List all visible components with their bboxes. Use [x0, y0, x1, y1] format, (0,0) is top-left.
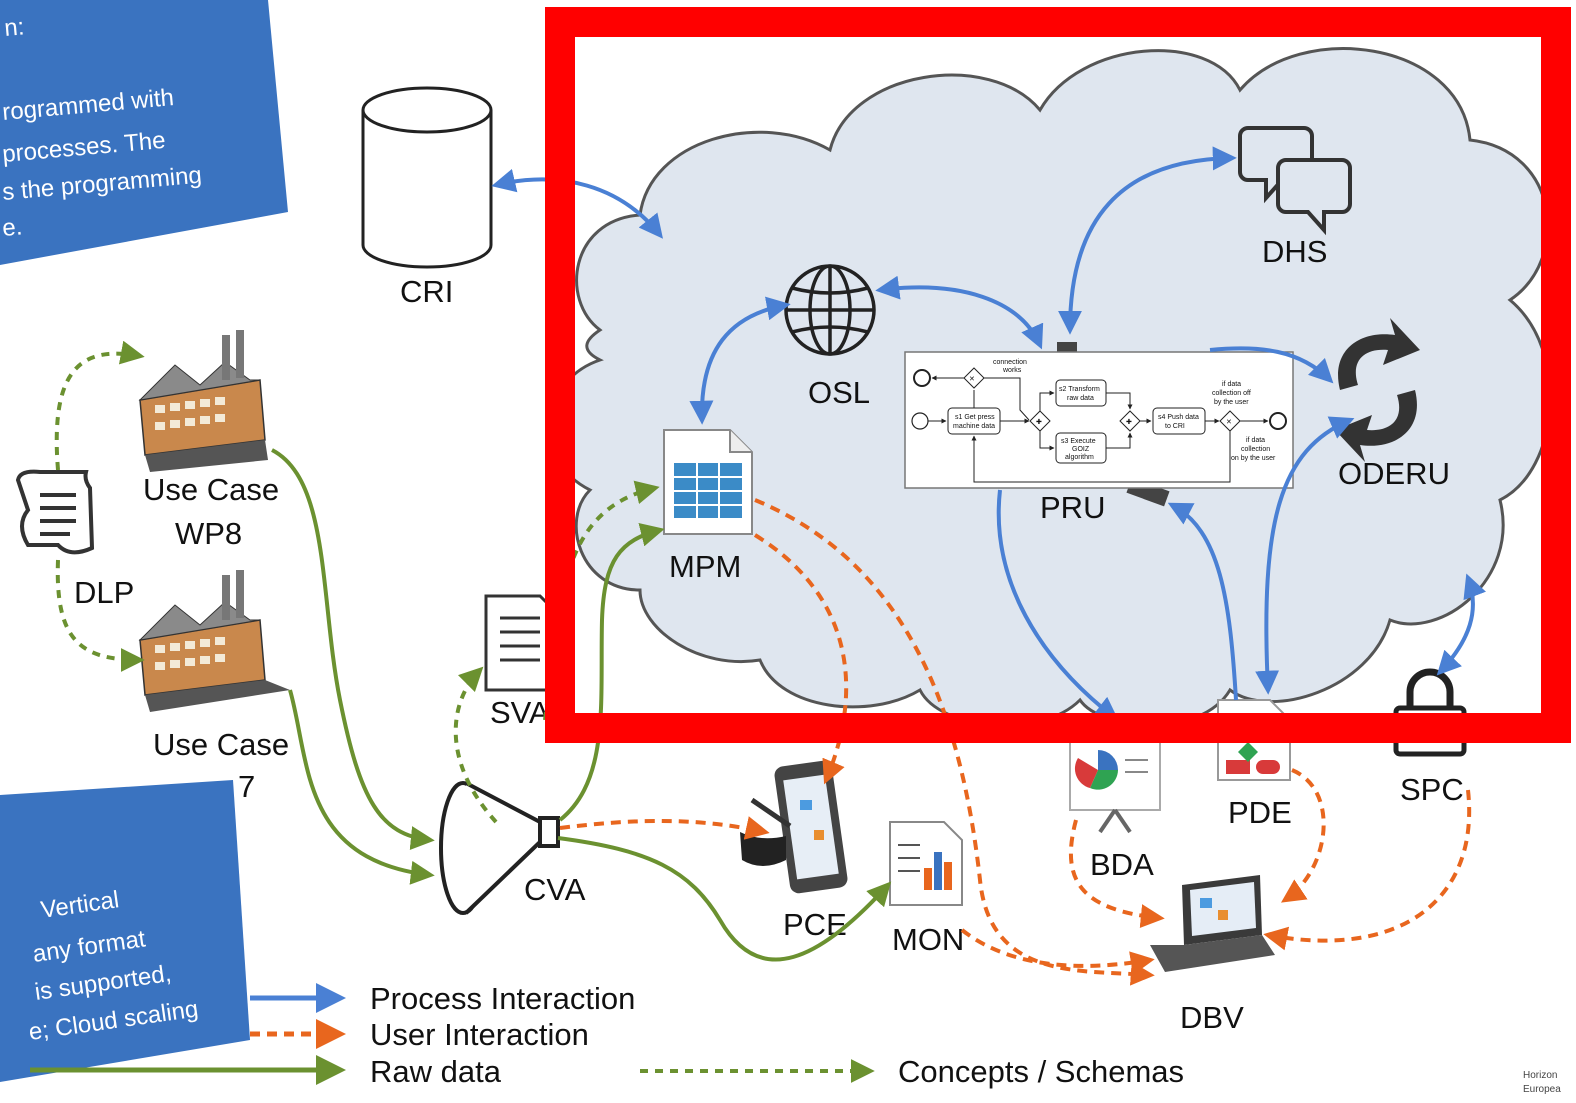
svg-text:✚: ✚ [1126, 418, 1132, 426]
svg-text:✕: ✕ [1226, 419, 1232, 426]
bpmn-s4-line1: s4 Push data [1158, 414, 1199, 421]
oderu-label: ODERU [1338, 456, 1450, 491]
arrow-osl-pru [875, 275, 1044, 350]
arrow-pru-dhs [1058, 146, 1237, 335]
uc-wp7-label-line1: Use Case [153, 727, 289, 762]
arrow-wp7-cva [288, 689, 435, 885]
arrow-cva-pce [559, 816, 770, 840]
cva-label: CVA [524, 872, 586, 907]
arrow-pde-pru [1167, 502, 1238, 701]
spc-label: SPC [1400, 772, 1464, 807]
bpmn-s2-line1: s2 Transform [1059, 386, 1100, 393]
callout-bottom-left: Vertical any format is supported, e; Clo… [0, 780, 250, 1082]
dlp-scroll-icon [15, 469, 95, 555]
arrow-wp8-cva [271, 448, 435, 851]
dlp-label: DLP [74, 575, 134, 610]
arrow-spc-dbv [1263, 789, 1472, 951]
dhs-label: DHS [1262, 234, 1327, 269]
factory-icon-wp7 [138, 570, 290, 712]
arrow-pde-dbv [1281, 768, 1326, 903]
dhs-chat-icon [1238, 126, 1352, 236]
osl-globe-icon [784, 264, 876, 356]
bpmn-s1-line2: machine data [953, 423, 995, 430]
arrow-mon-dbv [960, 928, 1155, 975]
bpmn-s1-line1: s1 Get press [955, 414, 995, 421]
legend-raw-label: Raw data [370, 1054, 502, 1089]
arrow-cva-sva [453, 666, 498, 824]
bpmn-on-line1: if data [1246, 437, 1265, 444]
pce-tablet-icon [740, 760, 848, 894]
arrow-cva-mpm [558, 523, 665, 822]
bpmn-s3-line1: s3 Execute [1061, 438, 1096, 445]
bpmn-off-line1: if data [1222, 381, 1241, 388]
bpmn-process-panel: ✕ connection works s1 Get press machine … [904, 351, 1294, 489]
arrow-bda-dbv [1068, 819, 1165, 929]
pce-label: PCE [783, 907, 847, 942]
bda-label: BDA [1090, 847, 1154, 882]
bpmn-connection-works-line2: works [1002, 367, 1022, 374]
bpmn-s2-line2: raw data [1067, 395, 1094, 402]
uc-wp8-label-line1: Use Case [143, 472, 279, 507]
callout-top-left: n: rogrammed with processes. The s the p… [0, 0, 288, 265]
highlight-box [545, 7, 1571, 743]
uc-wp8-label-line2: WP8 [175, 516, 242, 551]
cri-label: CRI [400, 274, 453, 309]
bpmn-s4-line2: to CRI [1165, 423, 1185, 430]
callout-top-line-5: e. [1, 213, 23, 242]
arrow-spc-cloud [1436, 573, 1486, 676]
arrow-cva-mon [557, 836, 892, 962]
mpm-label: MPM [669, 549, 741, 584]
mon-label: MON [892, 922, 964, 957]
cva-funnel-icon [439, 781, 560, 915]
bpmn-off-line3: by the user [1214, 399, 1249, 406]
dbv-laptop-icon [1150, 875, 1275, 972]
callout-top-line-1: n: [3, 13, 25, 42]
arrow-pru-bda [996, 489, 1119, 721]
sva-label: SVA [490, 695, 550, 730]
legend: Process Interaction User Interaction Raw… [30, 981, 1184, 1089]
mon-report-icon [889, 821, 963, 906]
arrow-pru-oderu [1209, 346, 1334, 384]
bpmn-on-line2: collection [1241, 446, 1270, 453]
footer-line-2: Europea [1523, 1084, 1561, 1095]
bpmn-on-line3: on by the user [1231, 455, 1276, 462]
arrow-mpm-dbv [754, 498, 1155, 986]
arrow-mpm-pce [753, 533, 849, 785]
osl-label: OSL [808, 375, 870, 410]
legend-user-label: User Interaction [370, 1017, 589, 1052]
arrow-osl-mpm [689, 296, 791, 425]
factory-icon-wp8 [138, 330, 268, 472]
bpmn-s3-line3: algorithm [1065, 454, 1094, 461]
svg-text:✕: ✕ [969, 376, 975, 383]
bpmn-off-line2: collection off [1212, 390, 1251, 397]
uc-wp7-label-line2: 7 [238, 769, 255, 804]
legend-concepts-label: Concepts / Schemas [898, 1054, 1184, 1089]
dbv-label: DBV [1180, 1000, 1244, 1035]
bpmn-connection-works-line1: connection [993, 359, 1027, 366]
oderu-sync-icon [1335, 318, 1420, 462]
pde-label: PDE [1228, 795, 1292, 830]
pru-label: PRU [1040, 490, 1105, 525]
arrow-cri-cloud [491, 168, 664, 239]
arrow-dlp-wp8 [54, 340, 145, 471]
legend-process-label: Process Interaction [370, 981, 635, 1016]
cri-node: CRI [361, 86, 493, 309]
svg-text:✚: ✚ [1036, 418, 1042, 426]
mpm-spreadsheet-icon [663, 429, 753, 535]
bpmn-s3-line2: GOIZ [1072, 446, 1090, 453]
footer-line-1: Horizon [1523, 1070, 1557, 1081]
arrow-oderu-pde [1255, 416, 1355, 695]
